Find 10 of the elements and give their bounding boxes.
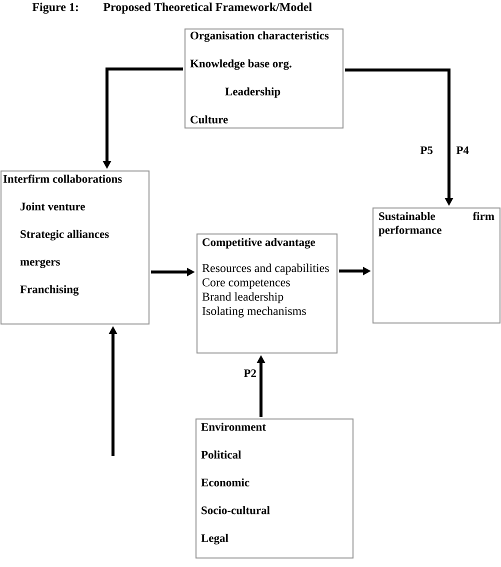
proposition-label: P4 bbox=[456, 146, 469, 154]
concept-box: Sustainable firm performance bbox=[372, 208, 500, 324]
concept-box: Environment Political Economic Socio-cultural Legal bbox=[196, 418, 354, 558]
figure-number: Figure 1: bbox=[32, 2, 78, 14]
edge-label: P2 bbox=[243, 368, 257, 378]
figure-title: Proposed Theoretical Framework/Model bbox=[103, 2, 312, 14]
concept-box: Organisation characteristics Knowledge base org. Leadership Culture bbox=[184, 28, 344, 128]
concept-box: Competitive advantage Resources and capabilities Core competences Brand leadership Isolating mechanisms bbox=[196, 234, 338, 354]
concept-box: Interfirm collaborations Joint venture Strategic alliances mergers Franchising bbox=[0, 170, 150, 324]
proposition-label: P5 bbox=[420, 146, 433, 154]
